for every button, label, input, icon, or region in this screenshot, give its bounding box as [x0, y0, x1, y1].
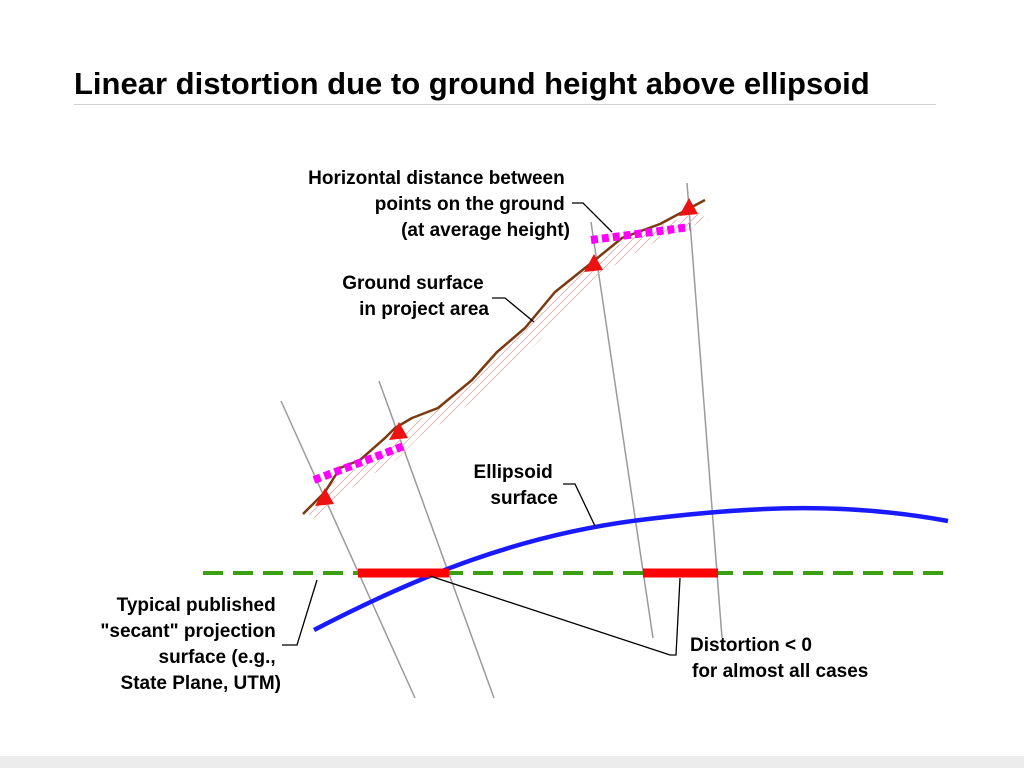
leader-secant — [282, 579, 318, 646]
height-marker-right — [590, 223, 691, 244]
ground-hatch-band — [308, 212, 708, 520]
point-marker-3 — [584, 254, 603, 272]
height-marker-left — [312, 442, 406, 484]
normal-line-1 — [280, 400, 416, 699]
leader-ellipsoid — [563, 483, 596, 527]
label-horizontal-distance: Horizontal distance between points on th… — [308, 168, 570, 241]
point-marker-1 — [315, 488, 334, 506]
slide-title: Linear distortion due to ground height a… — [74, 66, 870, 101]
leader-distortion-left — [429, 575, 671, 656]
normal-line-4 — [686, 182, 723, 639]
label-secant-projection: Typical published "secant" projection su… — [100, 595, 281, 694]
normal-line-3 — [590, 221, 654, 639]
leader-ground-surface — [492, 297, 535, 323]
label-ground-surface: Ground surface in project area — [342, 273, 489, 320]
label-ellipsoid: Ellipsoid surface — [474, 462, 558, 509]
leader-distortion-right — [670, 577, 681, 656]
footer-band — [0, 756, 1024, 768]
leader-horizontal-distance — [572, 202, 613, 233]
point-marker-4 — [679, 198, 698, 216]
ellipsoid-surface-curve — [312, 505, 949, 632]
title-divider — [74, 104, 936, 105]
label-distortion: Distortion < 0 for almost all cases — [690, 635, 868, 682]
point-marker-2 — [389, 422, 408, 440]
